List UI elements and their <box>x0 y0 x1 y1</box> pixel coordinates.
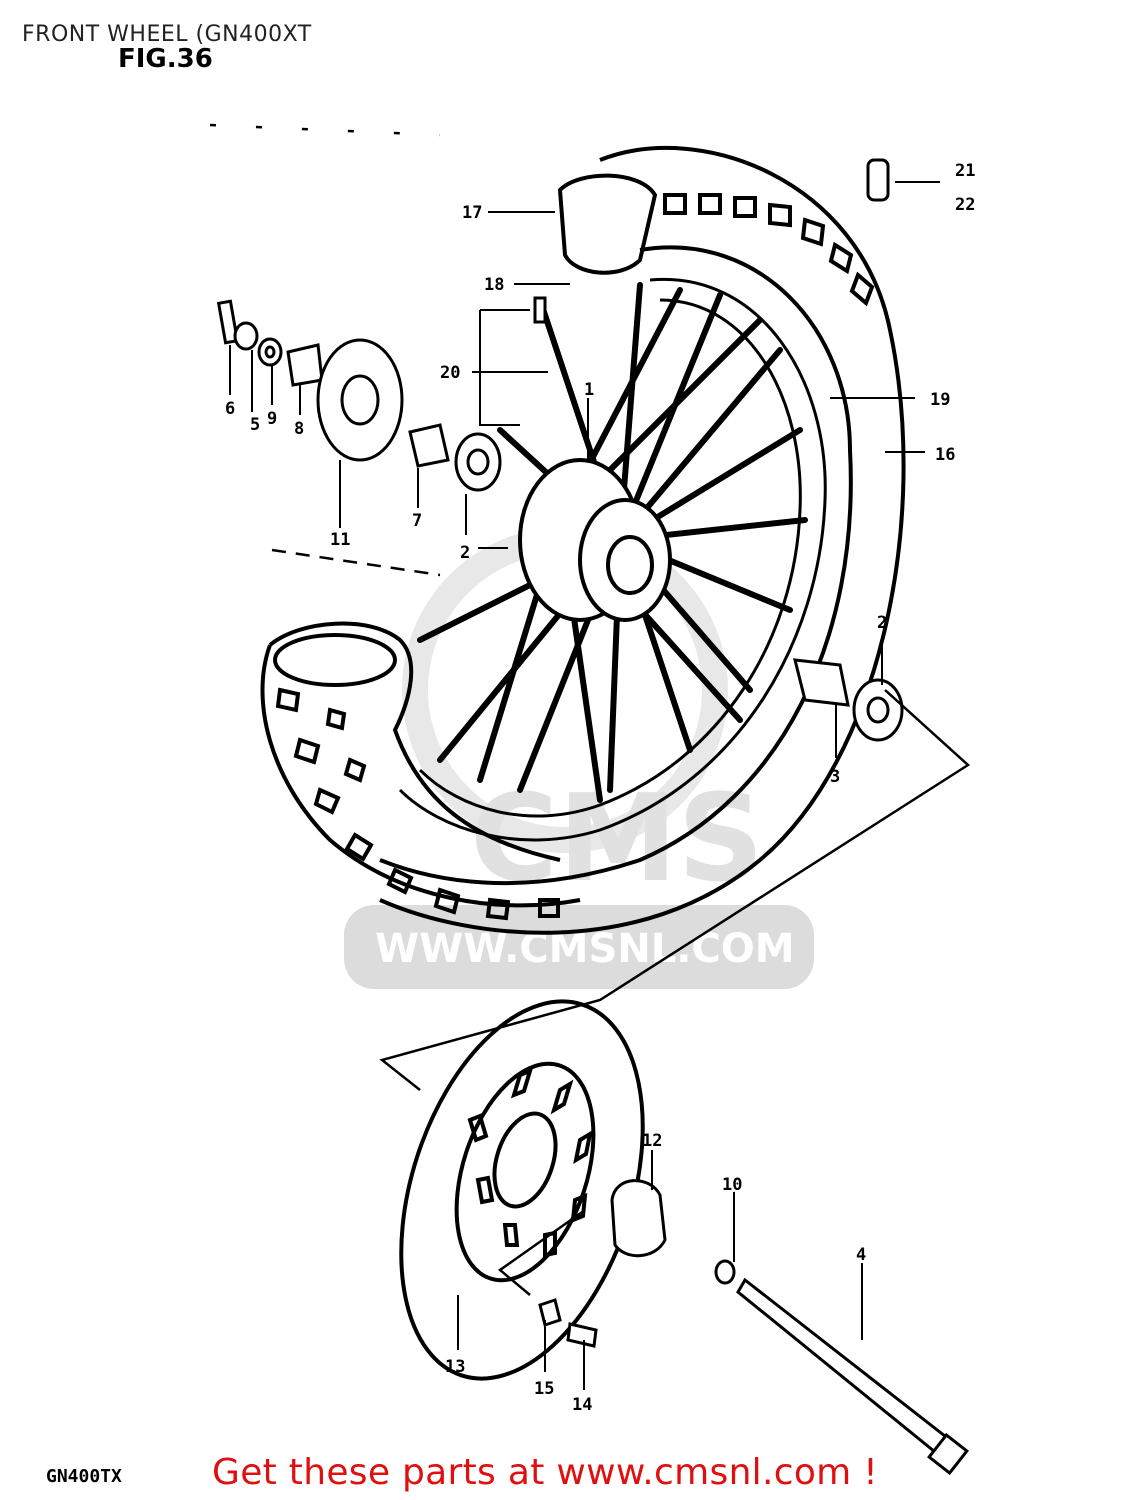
page-title: FRONT WHEEL (GN400XT <box>22 22 312 47</box>
callout-13: 13 <box>445 1357 465 1377</box>
callout-11: 11 <box>330 530 350 550</box>
callout-21: 21 <box>955 161 975 181</box>
axle-parts <box>538 1179 969 1476</box>
callout-2b: 2 <box>877 613 887 633</box>
callout-1: 1 <box>584 380 594 400</box>
callout-7: 7 <box>412 511 422 531</box>
watermark-url: WWW.CMSNL.COM <box>375 926 795 972</box>
alignment-lines <box>209 123 971 1296</box>
cta-link[interactable]: Get these parts at www.cmsnl.com ! <box>212 1452 878 1493</box>
model-code: GN400TX <box>46 1466 122 1487</box>
callout-9: 9 <box>267 409 277 429</box>
callout-12: 12 <box>642 1131 662 1151</box>
callout-2a: 2 <box>460 543 470 563</box>
hub-parts <box>216 158 904 742</box>
callout-15: 15 <box>534 1379 554 1399</box>
leader-lines <box>229 181 940 1390</box>
callout-14: 14 <box>572 1395 592 1415</box>
hub <box>518 458 672 622</box>
callout-4: 4 <box>856 1245 866 1265</box>
callout-3: 3 <box>830 767 840 787</box>
figure-number: FIG.36 <box>118 44 213 74</box>
callout-labels: 1 2 2 3 4 5 6 7 8 9 10 11 12 13 14 15 16… <box>225 161 975 1415</box>
callout-19: 19 <box>930 390 950 410</box>
callout-22: 22 <box>955 195 975 215</box>
rim <box>398 277 827 842</box>
callout-18: 18 <box>484 275 504 295</box>
callout-5: 5 <box>250 415 260 435</box>
callout-8: 8 <box>294 419 304 439</box>
callout-10: 10 <box>722 1175 742 1195</box>
callout-16: 16 <box>935 445 955 465</box>
watermark: CMS WWW.CMSNL.COM <box>344 527 814 989</box>
callout-17: 17 <box>462 203 482 223</box>
callout-20: 20 <box>440 363 460 383</box>
callout-6: 6 <box>225 399 235 419</box>
